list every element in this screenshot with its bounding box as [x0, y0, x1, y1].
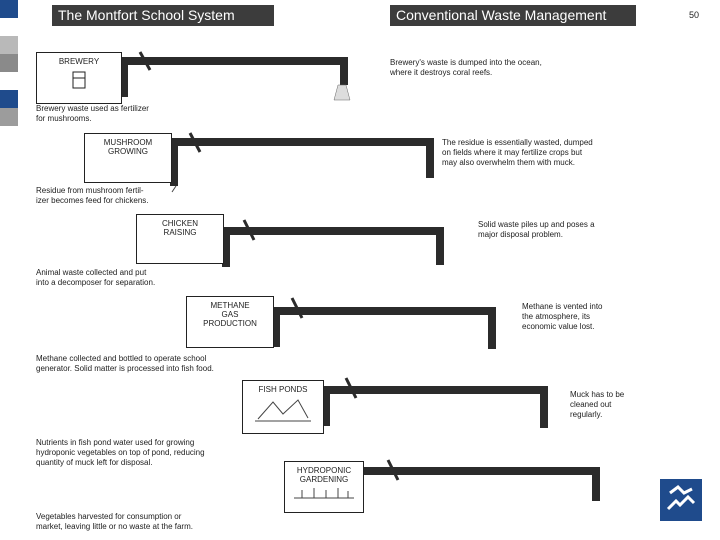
caption-fish-ponds: Nutrients in fish pond water used for gr…: [36, 438, 205, 468]
stage-label-line2: GAS: [187, 310, 273, 319]
conventional-note-methane: Methane is vented into the atmosphere, i…: [522, 302, 603, 332]
note-line: economic value lost.: [522, 322, 603, 332]
brewery-icon: [69, 70, 89, 90]
note-line: The residue is essentially wasted, dumpe…: [442, 138, 593, 148]
caption-line: Methane collected and bottled to operate…: [36, 354, 214, 364]
note-line: may also overwhelm them with muck.: [442, 158, 593, 168]
fish-pond-illustration-icon: [253, 394, 313, 424]
note-line: major disposal problem.: [478, 230, 595, 240]
hydroponic-plants-icon: [292, 484, 356, 502]
stage-label: BREWERY: [37, 53, 121, 66]
caption-line: market, leaving little or no waste at th…: [36, 522, 193, 532]
stage-label-line1: MUSHROOM: [85, 134, 171, 147]
caption-line: into a decomposer for separation.: [36, 278, 155, 288]
stage-label-line1: METHANE: [187, 297, 273, 310]
pipe-brewery: [120, 52, 350, 100]
conventional-note-mushroom: The residue is essentially wasted, dumpe…: [442, 138, 593, 168]
stage-label-line2: RAISING: [137, 228, 223, 237]
stage-label: FISH PONDS: [243, 381, 323, 394]
stage-box-fish-ponds: FISH PONDS: [242, 380, 324, 434]
pipe-fish-ponds: [322, 378, 548, 428]
note-line: Methane is vented into: [522, 302, 603, 312]
note-line: Brewery's waste is dumped into the ocean…: [390, 58, 542, 68]
note-line: Solid waste piles up and poses a: [478, 220, 595, 230]
caption-line: Nutrients in fish pond water used for gr…: [36, 438, 205, 448]
caption-mushroom: Residue from mushroom fertil- izer becom…: [36, 186, 149, 206]
corner-logo-icon: [660, 479, 702, 521]
stage-label-line1: CHICKEN: [137, 215, 223, 228]
pipe-chicken: [222, 220, 444, 267]
pipe-mushroom: [170, 133, 434, 192]
caption-line: Animal waste collected and put: [36, 268, 155, 278]
stage-box-chicken: CHICKEN RAISING: [136, 214, 224, 264]
caption-line: quantity of muck left for disposal.: [36, 458, 205, 468]
caption-hydroponic: Vegetables harvested for consumption or …: [36, 512, 193, 532]
caption-line: for mushrooms.: [36, 114, 149, 124]
conventional-note-chicken: Solid waste piles up and poses a major d…: [478, 220, 595, 240]
stage-box-mushroom: MUSHROOM GROWING: [84, 133, 172, 183]
caption-line: izer becomes feed for chickens.: [36, 196, 149, 206]
stage-label-line1: HYDROPONIC: [285, 462, 363, 475]
note-line: cleaned out: [570, 400, 624, 410]
note-line: where it destroys coral reefs.: [390, 68, 542, 78]
note-line: the atmosphere, its: [522, 312, 603, 322]
stage-box-hydroponic: HYDROPONIC GARDENING: [284, 461, 364, 513]
caption-line: Vegetables harvested for consumption or: [36, 512, 193, 522]
note-line: Muck has to be: [570, 390, 624, 400]
stage-box-brewery: BREWERY: [36, 52, 122, 104]
caption-line: generator. Solid matter is processed int…: [36, 364, 214, 374]
stage-box-methane: METHANE GAS PRODUCTION: [186, 296, 274, 348]
stage-label-line2: GARDENING: [285, 475, 363, 484]
caption-line: hydroponic vegetables on top of pond, re…: [36, 448, 205, 458]
note-line: on fields where it may fertilize crops b…: [442, 148, 593, 158]
pipe-hydroponic: [362, 460, 600, 501]
caption-line: Residue from mushroom fertil-: [36, 186, 149, 196]
conventional-note-fish-ponds: Muck has to be cleaned out regularly.: [570, 390, 624, 420]
stage-label-line3: PRODUCTION: [187, 319, 273, 328]
note-line: regularly.: [570, 410, 624, 420]
conventional-note-brewery: Brewery's waste is dumped into the ocean…: [390, 58, 542, 78]
pipe-methane: [272, 298, 496, 349]
caption-chicken: Animal waste collected and put into a de…: [36, 268, 155, 288]
caption-brewery: Brewery waste used as fertilizer for mus…: [36, 104, 149, 124]
stage-label-line2: GROWING: [85, 147, 171, 156]
caption-line: Brewery waste used as fertilizer: [36, 104, 149, 114]
caption-methane: Methane collected and bottled to operate…: [36, 354, 214, 374]
